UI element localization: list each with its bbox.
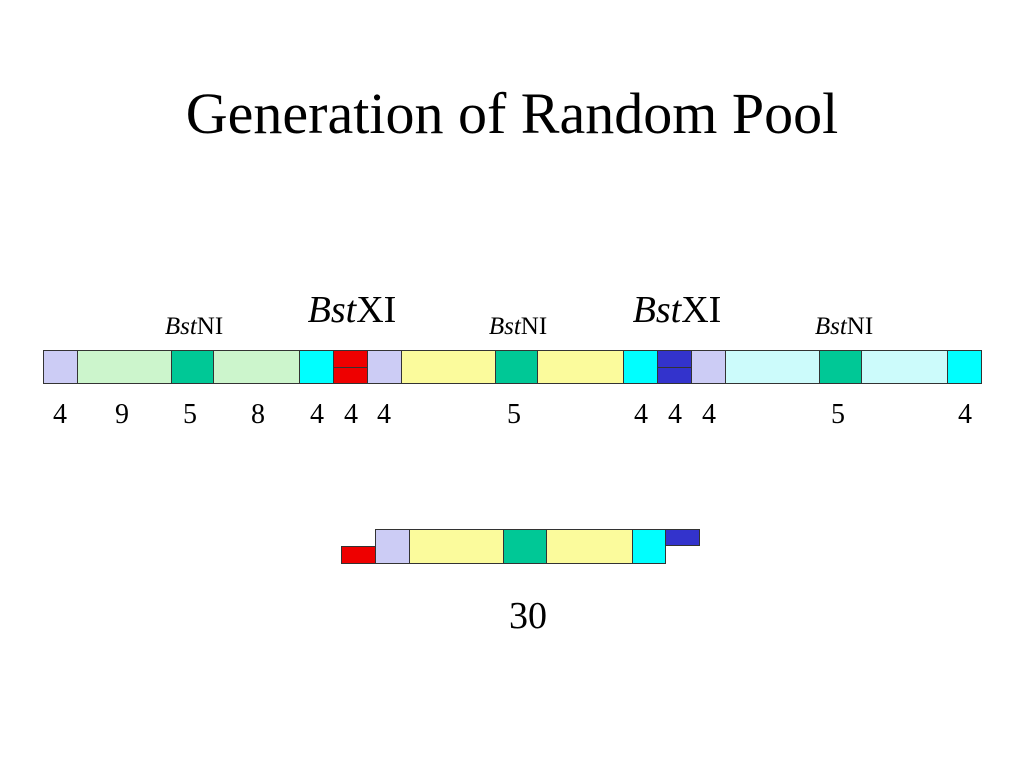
bstni-label-2-italic: Bst — [488, 313, 521, 340]
length-label: 4 — [634, 399, 648, 430]
template-tag-end — [947, 350, 982, 384]
product-length-label: 30 — [509, 595, 547, 637]
bstni-label-1-suffix: NI — [196, 313, 224, 340]
bstxi-label-2: BstXI — [633, 288, 722, 332]
length-label: 8 — [251, 399, 265, 430]
product-tag — [632, 529, 666, 564]
template-tag-2 — [623, 350, 658, 384]
length-label: 5 — [183, 399, 197, 430]
bstni-label-1-italic: Bst — [164, 313, 197, 340]
length-label: 4 — [702, 399, 716, 430]
template-tag-1 — [299, 350, 334, 384]
bstni-label-2: BstNI — [489, 312, 547, 342]
product-red-overhang — [341, 546, 376, 564]
template-bstxi-site-2-bottom — [657, 367, 692, 384]
template-random-region-6 — [861, 350, 948, 384]
product-primer — [375, 529, 410, 564]
template-random-region-1 — [77, 350, 172, 384]
template-random-region-5 — [725, 350, 820, 384]
template-bstni-site-3 — [819, 350, 862, 384]
length-label: 5 — [507, 399, 521, 430]
template-random-region-2 — [213, 350, 300, 384]
length-label: 4 — [310, 399, 324, 430]
length-label: 4 — [958, 399, 972, 430]
product-bstni-site — [503, 529, 547, 564]
template-random-region-4 — [537, 350, 624, 384]
bstxi-label-2-italic: Bst — [632, 289, 682, 331]
bstni-label-3: BstNI — [815, 312, 873, 342]
bstxi-label-1-suffix: XI — [356, 289, 397, 331]
length-label: 9 — [115, 399, 129, 430]
bstxi-label-2-suffix: XI — [681, 289, 722, 331]
template-bstni-site-1 — [171, 350, 214, 384]
bstni-label-3-suffix: NI — [846, 313, 874, 340]
bstni-label-2-suffix: NI — [520, 313, 548, 340]
template-bstxi-site-1-top — [333, 350, 368, 368]
bstni-label-1: BstNI — [165, 312, 223, 342]
bstxi-label-1: BstXI — [308, 288, 397, 332]
template-primer-start — [43, 350, 78, 384]
template-primer-2 — [367, 350, 402, 384]
template-primer-3 — [691, 350, 726, 384]
bstni-label-3-italic: Bst — [814, 313, 847, 340]
length-label: 4 — [53, 399, 67, 430]
length-label: 4 — [377, 399, 391, 430]
template-bstxi-site-1-bottom — [333, 367, 368, 384]
template-bstxi-site-2-top — [657, 350, 692, 368]
length-label: 5 — [831, 399, 845, 430]
product-random-region-1 — [409, 529, 504, 564]
product-blue-overhang — [665, 529, 700, 546]
length-label: 4 — [344, 399, 358, 430]
bstxi-label-1-italic: Bst — [307, 289, 357, 331]
template-random-region-3 — [401, 350, 496, 384]
product-random-region-2 — [546, 529, 633, 564]
template-bstni-site-2 — [495, 350, 538, 384]
length-label: 4 — [668, 399, 682, 430]
slide-title: Generation of Random Pool — [185, 81, 839, 146]
